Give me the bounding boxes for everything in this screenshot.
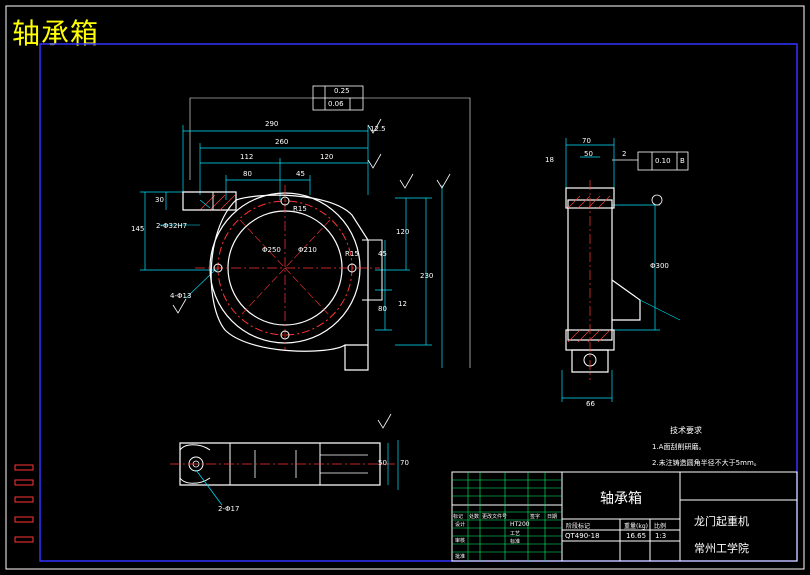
dim-50-bottom: 50 bbox=[378, 459, 387, 467]
dim-230: 230 bbox=[420, 272, 434, 280]
plan-view bbox=[170, 413, 399, 506]
tb-part-name: 轴承箱 bbox=[600, 491, 642, 507]
tb-col-1: 处数 bbox=[469, 514, 480, 520]
dim-112: 112 bbox=[240, 153, 254, 161]
tol-0-06: 0.06 bbox=[328, 100, 344, 108]
tb-weight-label: 重量(kg) bbox=[624, 523, 648, 530]
tol-0-25: 0.25 bbox=[334, 87, 350, 95]
bolt-holes bbox=[213, 196, 357, 340]
notes-line-1: 1.A面刮削研磨。 bbox=[652, 443, 706, 451]
dim-66: 66 bbox=[586, 400, 595, 408]
outer-border bbox=[5, 5, 805, 570]
roughness-symbols bbox=[172, 118, 451, 314]
dim-45: 45 bbox=[296, 170, 305, 178]
notes-heading: 技术要求 bbox=[670, 426, 702, 435]
tb-row-3: 标准 bbox=[510, 539, 521, 545]
margin-marks bbox=[14, 464, 34, 543]
tb-weight: 16.65 bbox=[626, 532, 647, 540]
dim-145: 145 bbox=[131, 225, 145, 233]
tb-row-4: 批准 bbox=[455, 554, 466, 560]
notes-line-2: 2.未注铸造圆角半径不大于5mm。 bbox=[652, 459, 761, 467]
tb-school: 常州工学院 bbox=[694, 542, 749, 555]
dim-d210: Φ210 bbox=[298, 246, 317, 254]
roughness-12-5: 12.5 bbox=[370, 125, 386, 133]
dim-290: 290 bbox=[265, 120, 279, 128]
tol-0-10: 0.10 bbox=[655, 157, 671, 165]
dim-120: 120 bbox=[320, 153, 334, 161]
tb-material: HT200 bbox=[510, 521, 530, 528]
dim-r15: R15 bbox=[293, 205, 307, 213]
tb-scale-label: 比例 bbox=[654, 523, 667, 530]
tb-project: 龙门起重机 bbox=[694, 515, 749, 528]
dim-2: 2 bbox=[622, 150, 627, 158]
dim-80-right: 80 bbox=[378, 305, 387, 313]
dim-120-right: 120 bbox=[396, 228, 410, 236]
tb-col-0: 标记 bbox=[453, 514, 464, 520]
dim-50: 50 bbox=[584, 150, 593, 158]
dim-r15b: R15 bbox=[345, 250, 359, 258]
tb-col-4: 日期 bbox=[547, 514, 558, 520]
tb-row-0: 设计 bbox=[455, 522, 466, 528]
tb-col-2: 更改文件号 bbox=[482, 514, 508, 520]
dim-d300: Φ300 bbox=[650, 262, 669, 270]
dim-d250: Φ250 bbox=[262, 246, 281, 254]
dim-80: 80 bbox=[243, 170, 252, 178]
datum-b: B bbox=[680, 157, 685, 165]
tb-scale: 1:3 bbox=[655, 532, 667, 540]
dim-70-bottom: 70 bbox=[400, 459, 409, 467]
top-dimensions bbox=[140, 125, 443, 368]
front-view bbox=[140, 85, 471, 371]
inner-frame bbox=[39, 43, 798, 562]
dim-18: 18 bbox=[545, 156, 554, 164]
tb-col-3: 签字 bbox=[530, 514, 541, 520]
dim-70: 70 bbox=[582, 137, 591, 145]
side-tolerance-frame bbox=[637, 151, 689, 171]
tb-stage-label: 阶段标记 bbox=[566, 523, 591, 530]
title-block-grid bbox=[452, 472, 562, 561]
side-view bbox=[561, 138, 689, 402]
hole-note-4xd13: 4-Φ13 bbox=[170, 292, 192, 300]
dim-260: 260 bbox=[275, 138, 289, 146]
dim-45-right: 45 bbox=[378, 250, 387, 258]
tb-row-2: 工艺 bbox=[510, 531, 521, 537]
title-block bbox=[451, 471, 798, 562]
hole-note-2xd17: 2-Φ17 bbox=[218, 505, 240, 513]
dim-30: 30 bbox=[155, 196, 164, 204]
hole-note-2xd32: 2-Φ32H7 bbox=[156, 222, 188, 230]
dim-12: 12 bbox=[398, 300, 407, 308]
tb-drawing-no: QT490-18 bbox=[565, 532, 600, 540]
tb-row-1: 审核 bbox=[455, 538, 466, 544]
